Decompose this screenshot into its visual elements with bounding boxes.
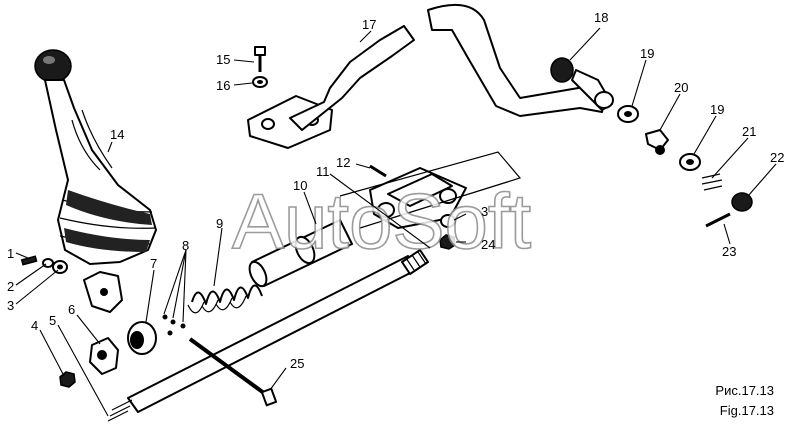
callout-18: 18	[594, 10, 608, 25]
callout-11: 11	[316, 164, 330, 179]
callout-14: 14	[110, 127, 124, 142]
callout-21: 21	[742, 124, 756, 139]
callout-6: 6	[68, 302, 75, 317]
callout-2: 2	[7, 279, 14, 294]
tube-part-10	[248, 219, 353, 288]
callout-17: 17	[362, 17, 376, 32]
callout-3b: 3	[481, 204, 488, 219]
callout-labels: 1 2 3 4 5 6 7 8 9 10 11 12 3 24 25 14 15…	[7, 10, 784, 371]
end-fittings-parts-19-22	[617, 105, 753, 228]
leader-lines	[15, 27, 777, 417]
callout-10: 10	[293, 178, 307, 193]
lever-fork	[83, 271, 123, 313]
figure-caption-ru: Рис.17.13	[715, 383, 774, 398]
callout-1: 1	[7, 246, 14, 261]
pin-part-12	[369, 164, 387, 178]
callout-23: 23	[722, 244, 736, 259]
callout-16: 16	[216, 78, 230, 93]
callout-24: 24	[481, 237, 495, 252]
bushing-part-7	[127, 321, 157, 355]
ball-joint-part-18	[550, 57, 614, 111]
callout-25: 25	[290, 356, 304, 371]
figure-caption-en: Fig.17.13	[719, 403, 774, 418]
washer-nut-parts-3-24	[439, 214, 456, 250]
pin-washer-parts-1-3	[20, 255, 68, 274]
callout-7: 7	[150, 256, 157, 271]
clamp-parts-4-6	[59, 337, 119, 388]
spring-part-9	[187, 284, 263, 314]
watermark: AutoSoft	[232, 177, 532, 265]
callout-8: 8	[182, 238, 189, 253]
bolt-washer-parts-15-16	[252, 46, 268, 88]
callout-4: 4	[31, 318, 38, 333]
balls-part-8	[162, 314, 186, 336]
callout-9: 9	[216, 216, 223, 231]
callout-12: 12	[336, 155, 350, 170]
callout-3: 3	[7, 298, 14, 313]
callout-20: 20	[674, 80, 688, 95]
rod-part-25	[107, 249, 429, 422]
callout-19: 19	[640, 46, 654, 61]
callout-19b: 19	[710, 102, 724, 117]
gear-lever-boot-part-14	[34, 49, 157, 265]
callout-5: 5	[49, 313, 56, 328]
callout-15: 15	[216, 52, 230, 67]
callout-22: 22	[770, 150, 784, 165]
shift-rod-part-17	[247, 3, 607, 149]
